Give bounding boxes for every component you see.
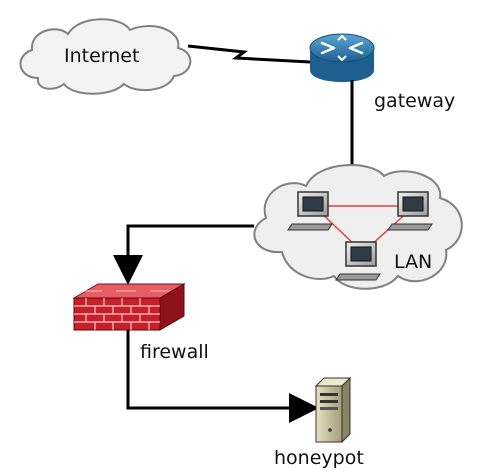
workstation-icon	[387, 191, 433, 231]
workstation-icon	[335, 241, 381, 281]
lan-node: LAN	[253, 164, 463, 290]
honeypot-node: honeypot	[274, 376, 364, 469]
internet-label: Internet	[64, 45, 139, 67]
firewall-honeypot-link	[126, 330, 319, 423]
gateway-node: gateway	[309, 33, 455, 112]
gateway-label: gateway	[374, 90, 455, 112]
honeypot-label: honeypot	[274, 447, 364, 469]
server-tower-icon	[314, 376, 352, 444]
router-icon	[309, 33, 375, 82]
brick-firewall-icon	[72, 283, 186, 331]
internet-node: Internet	[19, 18, 192, 95]
firewall-label: firewall	[140, 341, 209, 363]
cloud-icon	[19, 18, 192, 95]
workstation-icon	[287, 191, 333, 231]
wan-link	[187, 44, 311, 64]
lan-firewall-link	[113, 224, 254, 285]
lan-label: LAN	[394, 251, 432, 273]
firewall-node: firewall	[72, 283, 209, 363]
